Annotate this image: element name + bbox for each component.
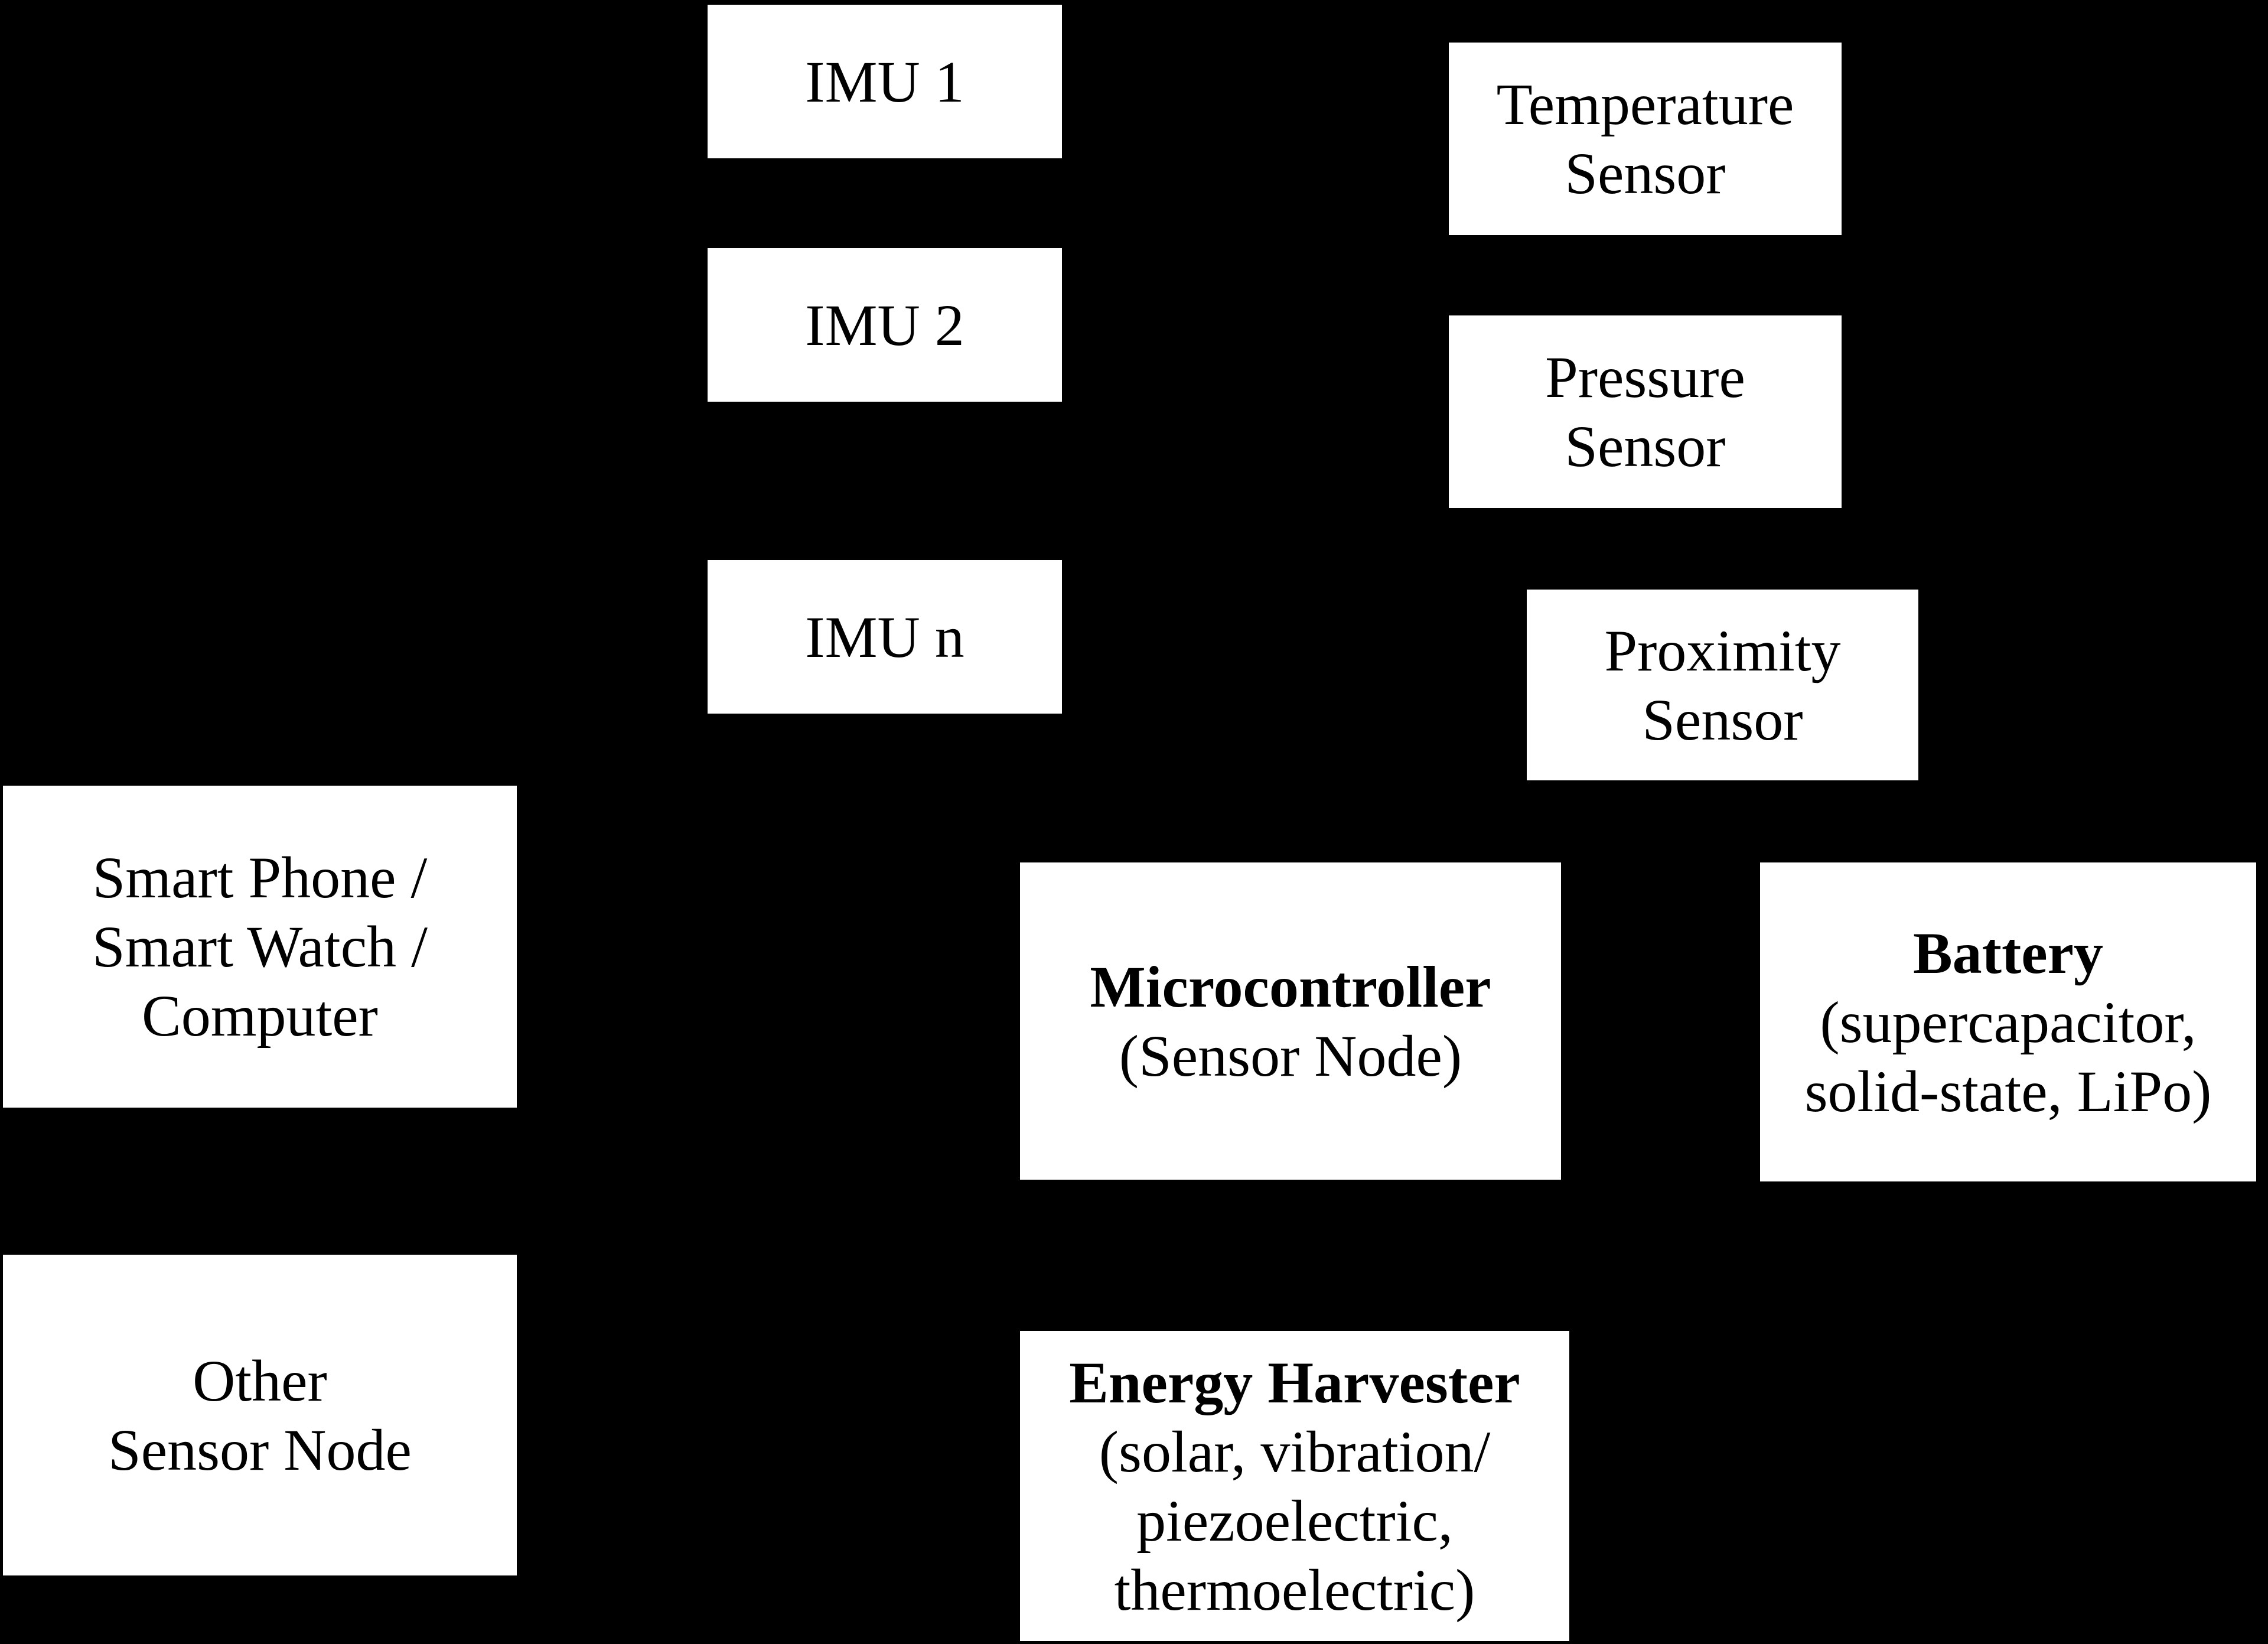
node-temperature-sensor-line2: Sensor [1565,141,1726,206]
node-imu-2-label: IMU 2 [805,292,964,358]
node-imu-1: IMU 1 [708,5,1062,158]
node-pressure-sensor-line2: Sensor [1565,414,1726,479]
node-imu-n-label: IMU n [805,604,964,670]
node-energy-harvester-line2: (solar, vibration/ [1099,1418,1491,1485]
node-pressure-sensor-line1: Pressure [1545,344,1745,410]
node-energy-harvester-title: Energy Harvester [1069,1349,1520,1415]
node-pressure-sensor: Pressure Sensor [1449,315,1842,508]
node-other-sensor-node-line1: Other [193,1347,327,1414]
node-microcontroller-title: Microcontroller [1090,953,1491,1020]
node-other-sensor-node-line2: Sensor Node [108,1417,412,1483]
node-proximity-sensor-line1: Proximity [1604,617,1841,683]
node-smartphone-line3: Computer [142,983,378,1049]
node-battery: Battery (supercapacitor, solid-state, Li… [1760,862,2256,1181]
node-smartphone-line2: Smart Watch / [92,914,428,979]
node-smartphone-line1: Smart Phone / [92,845,428,910]
node-energy-harvester: Energy Harvester (solar, vibration/ piez… [1020,1331,1569,1641]
node-imu-n: IMU n [708,560,1062,714]
node-temperature-sensor: Temperature Sensor [1449,43,1842,235]
node-microcontroller-subtitle: (Sensor Node) [1119,1023,1462,1089]
node-proximity-sensor-line2: Sensor [1642,686,1803,753]
node-smart-phone-smart-watch-computer: Smart Phone / Smart Watch / Computer [3,786,517,1108]
node-battery-title: Battery [1912,920,2104,986]
node-proximity-sensor: Proximity Sensor [1527,590,1918,780]
node-other-sensor-node: Other Sensor Node [3,1255,517,1575]
node-battery-line3: solid-state, LiPo) [1804,1058,2212,1124]
node-battery-line2: (supercapacitor, [1820,989,2197,1055]
node-temperature-sensor-line1: Temperature [1496,71,1794,137]
node-energy-harvester-line3: piezoelectric, [1136,1487,1453,1554]
node-microcontroller-sensor-node: Microcontroller (Sensor Node) [1020,862,1561,1180]
node-imu-1-label: IMU 1 [805,48,964,115]
node-imu-2: IMU 2 [708,248,1062,402]
node-energy-harvester-line4: thermoelectric) [1114,1557,1475,1623]
